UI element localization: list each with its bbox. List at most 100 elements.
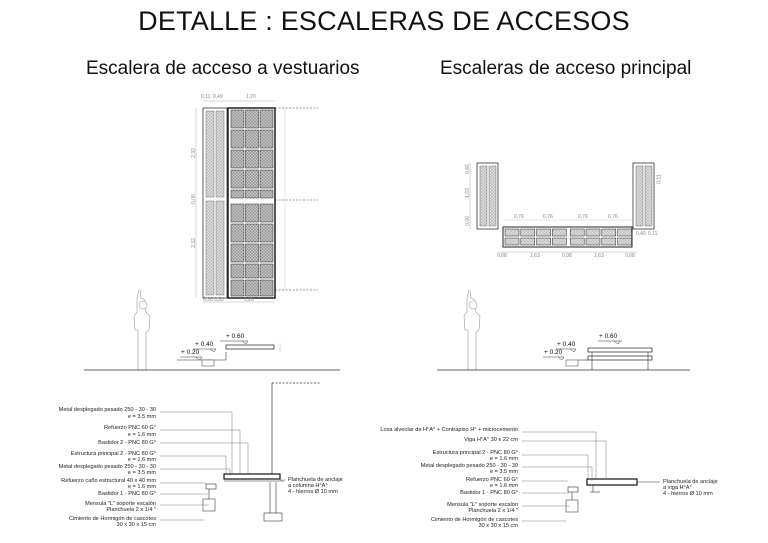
right-right-callout-3: 4 - hierros Ø 10 mm	[663, 491, 713, 497]
left-dim-top-3: 1,20	[246, 94, 256, 100]
left-dim-bottom-1: 0,30	[203, 297, 213, 303]
stair-tread-cell	[617, 228, 632, 237]
left-callout-3: Refuerzo PNC 60 G°	[104, 425, 156, 431]
right-dim-bottom-4: 1,63	[594, 253, 604, 259]
stair-tread-cell	[569, 228, 585, 237]
right-level-020: + 0.20	[544, 349, 563, 356]
left-callout-7: e = 1.6 mm	[127, 457, 156, 463]
right-plan	[469, 162, 655, 253]
left-section	[160, 382, 320, 522]
stair-tread-cell	[520, 237, 536, 246]
left-dim-bottom-2: 0,30	[214, 297, 224, 303]
stair-tread-cell	[230, 203, 245, 223]
right-callout-1: Losa alveolar de H°A° + Contrapiso H° + …	[380, 427, 518, 433]
left-level-040: + 0.40	[195, 341, 214, 348]
right-callout-7: Refuerzo PNC 60 G°	[466, 477, 518, 483]
stair-tread-cell	[552, 228, 567, 237]
left-callout-15: Cimiento de Hormigón de cascotes	[68, 516, 156, 522]
right-dim-bottom-1: 0,08	[497, 253, 507, 259]
left-dim-side-3: 2,32	[190, 238, 197, 248]
stair-tread-cell	[230, 129, 245, 149]
stair-tread-cell	[504, 228, 520, 237]
stair-tread-cell	[259, 169, 274, 189]
stair-tread-cell	[520, 228, 536, 237]
left-callout-4: e = 1.6 mm	[127, 432, 156, 438]
left-callout-10: Refuerzo caño estructural 40 x 40 mm	[61, 478, 156, 484]
left-callout-12: Bastidor 1 - PNC 80 G°	[98, 491, 156, 497]
stair-tread-cell	[552, 237, 567, 246]
right-right-callout-2: a viga H°A°	[663, 485, 692, 491]
left-right-callout-3: 4 - hierros Ø 10 mm	[288, 489, 338, 495]
left-callout-9: e = 3.5 mm	[127, 470, 156, 476]
stair-tread-cell	[585, 237, 601, 246]
right-dim-side-1: 0,66	[464, 164, 471, 174]
left-right-callout-1: Planchuela de anclaje	[288, 477, 343, 483]
stair-tread-cell	[601, 237, 617, 246]
stair-tread-cell	[245, 189, 259, 199]
stair-tread-cell	[259, 243, 274, 263]
right-dim-bottom-5: 0,08	[625, 253, 635, 259]
stair-tread-cell	[245, 129, 259, 149]
left-callout-14: Planchuela 2 x 1/4 "	[106, 507, 156, 513]
stair-tread-cell	[245, 279, 259, 297]
right-callout-3: Estructura principal 2 - PNC 80 G°	[432, 450, 518, 456]
left-callout-1: Metal desplegado pesado 250 - 30 - 30	[58, 407, 156, 413]
right-callout-5: Metal desplegado pesado 250 - 30 - 30	[420, 463, 518, 469]
stair-tread-cell	[245, 149, 259, 169]
right-section	[522, 431, 660, 522]
left-callout-2: e = 3.5 mm	[127, 414, 156, 420]
right-right-callout-1: Planchuela de anclaje	[663, 479, 718, 485]
left-elevation	[84, 289, 340, 371]
left-plan	[195, 100, 318, 303]
right-dim-right-2: 0,49	[636, 231, 646, 237]
stair-tread-cell	[230, 279, 245, 297]
stair-tread-cell	[504, 237, 520, 246]
left-callout-11: e = 1.6 mm	[127, 484, 156, 490]
stair-tread-cell	[230, 109, 245, 129]
right-dim-bottom-2: 1,63	[530, 253, 540, 259]
stair-tread-cell	[245, 203, 259, 223]
right-dim-bottom-3: 0,08	[562, 253, 572, 259]
left-callout-16: 30 x 30 x 15 cm	[116, 522, 157, 528]
stair-tread-cell	[259, 203, 274, 223]
drawing-title: DETALLE : ESCALERAS DE ACCESOS	[138, 6, 630, 36]
right-subtitle: Escaleras de acceso principal	[440, 58, 692, 79]
left-dim-top-1: 0,11	[201, 94, 211, 100]
stair-tread-cell	[536, 237, 551, 246]
stair-tread-cell	[230, 169, 245, 189]
left-callout-13: Mensula "L" soporte escalón	[85, 501, 156, 507]
left-dim-side-1: 2,32	[190, 148, 197, 158]
left-dim-top-2: 0,49	[213, 94, 223, 100]
right-callout-13: 30 x 30 x 15 cm	[478, 523, 519, 529]
left-dim-bottom-3: 1,20	[244, 297, 254, 303]
stair-tread-cell	[259, 189, 274, 199]
stair-tread-cell	[245, 243, 259, 263]
right-callout-6: e = 3.5 mm	[489, 469, 518, 475]
right-callout-12: Cimiento de Hormigón de cascotes	[430, 517, 518, 523]
left-level-020: + 0.20	[181, 349, 200, 356]
stair-tread-cell	[230, 243, 245, 263]
left-right-callout-2: a columna H°A°	[288, 483, 328, 489]
right-dim-side-2: 1,63	[464, 188, 471, 198]
right-dim-top-2: 0,76	[543, 214, 553, 220]
right-callout-9: Bastidor 1 - PNC 80 G°	[460, 490, 518, 496]
right-callout-11: Planchuela 2 x 1/4 "	[468, 508, 518, 514]
right-dim-top-1: 0,76	[514, 214, 524, 220]
right-callout-4: e = 1.6 mm	[489, 456, 518, 462]
stair-tread-cell	[259, 109, 274, 129]
stair-tread-cell	[259, 263, 274, 279]
right-callout-8: e = 1.6 mm	[489, 483, 518, 489]
right-dim-side-3: 0,06	[464, 216, 471, 226]
stair-tread-cell	[601, 228, 617, 237]
right-callout-10: Mensula "L" soporte escalón	[447, 502, 518, 508]
right-level-060: + 0.60	[599, 333, 618, 340]
right-dim-top-3: 0,76	[578, 214, 588, 220]
stair-tread-cell	[259, 223, 274, 243]
right-dim-right-3: 0,11	[648, 231, 658, 237]
stair-tread-cell	[245, 169, 259, 189]
left-level-060: + 0.60	[226, 333, 245, 340]
left-subtitle: Escalera de acceso a vestuarios	[86, 58, 360, 79]
left-callout-5: Bastidor 2 - PNC 80 G°	[98, 440, 156, 446]
right-level-040: + 0.40	[557, 341, 576, 348]
